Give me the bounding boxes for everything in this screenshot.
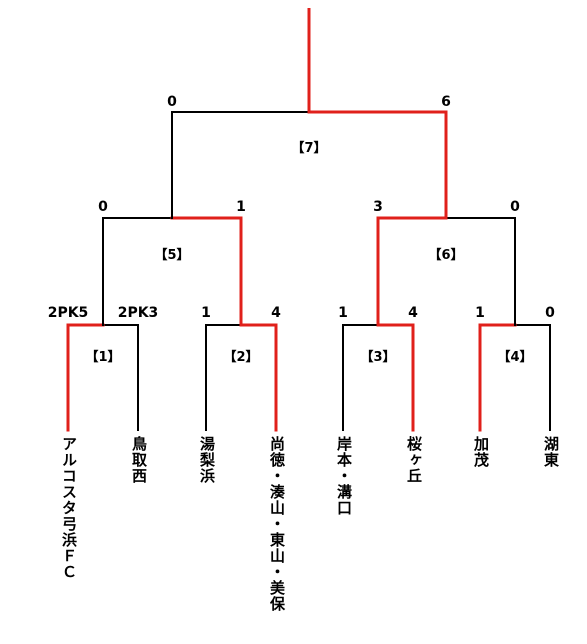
team-name-6: 桜ヶ丘 xyxy=(405,436,423,484)
match-6-label: 【6】 xyxy=(428,247,463,263)
match-7-label: 【7】 xyxy=(291,140,326,156)
match-1-right-branch xyxy=(102,324,139,431)
match-5-left-branch xyxy=(102,217,173,326)
match-6-right-branch xyxy=(445,217,516,326)
match-1-label: 【1】 xyxy=(85,349,120,365)
match-3-left-score: 1 xyxy=(338,305,348,321)
match-7-right-branch xyxy=(307,110,448,220)
match-2-left-branch xyxy=(205,324,242,431)
match-6-left-score: 3 xyxy=(373,199,383,215)
match-2-right-branch xyxy=(239,323,278,432)
match-5-label: 【5】 xyxy=(154,247,189,263)
team-name-3: 湯梨浜 xyxy=(198,436,216,484)
match-4-label: 【4】 xyxy=(497,349,532,365)
match-2-label: 【2】 xyxy=(223,349,258,365)
match-7-right-score: 6 xyxy=(441,94,451,110)
match-2: 1 4 【2】 xyxy=(201,305,281,432)
team-name-5: 岸本・溝口 xyxy=(335,436,353,516)
match-3-right-score: 4 xyxy=(408,305,418,321)
match-3-label: 【3】 xyxy=(360,349,395,365)
match-5-right-branch xyxy=(170,216,243,327)
match-4-right-branch xyxy=(514,324,551,431)
team-name-1: アルコスタ弓浜ＦＣ xyxy=(60,436,78,580)
match-4: 1 0 【4】 xyxy=(475,305,555,432)
team-name-8: 湖東 xyxy=(542,436,560,468)
match-3-right-branch xyxy=(376,323,415,432)
match-4-left-branch xyxy=(478,323,517,432)
match-1-left-branch xyxy=(66,323,105,432)
match-4-right-score: 0 xyxy=(545,305,555,321)
match-3-left-branch xyxy=(342,324,379,431)
match-6: 3 0 【6】 xyxy=(373,199,520,327)
match-2-right-score: 4 xyxy=(271,305,281,321)
match-6-right-score: 0 xyxy=(510,199,520,215)
match-2-left-score: 1 xyxy=(201,305,211,321)
team-name-2: 鳥取西 xyxy=(130,436,148,484)
match-5-left-score: 0 xyxy=(98,199,108,215)
match-7: 0 6 【7】 xyxy=(167,94,451,220)
match-5: 0 1 【5】 xyxy=(98,199,246,327)
match-1: 2PK5 2PK3 【1】 xyxy=(48,305,159,432)
match-5-right-score: 1 xyxy=(236,199,246,215)
match-6-left-branch xyxy=(376,216,448,327)
match-1-left-score: 2PK5 xyxy=(48,305,89,321)
match-1-right-score: 2PK3 xyxy=(118,305,159,321)
team-name-7: 加茂 xyxy=(472,436,490,468)
match-4-left-score: 1 xyxy=(475,305,485,321)
match-7-left-branch xyxy=(171,111,310,219)
team-name-4: 尚徳・湊山・東山・美保 xyxy=(268,436,286,612)
match-3: 1 4 【3】 xyxy=(338,305,418,432)
match-7-left-score: 0 xyxy=(167,94,177,110)
